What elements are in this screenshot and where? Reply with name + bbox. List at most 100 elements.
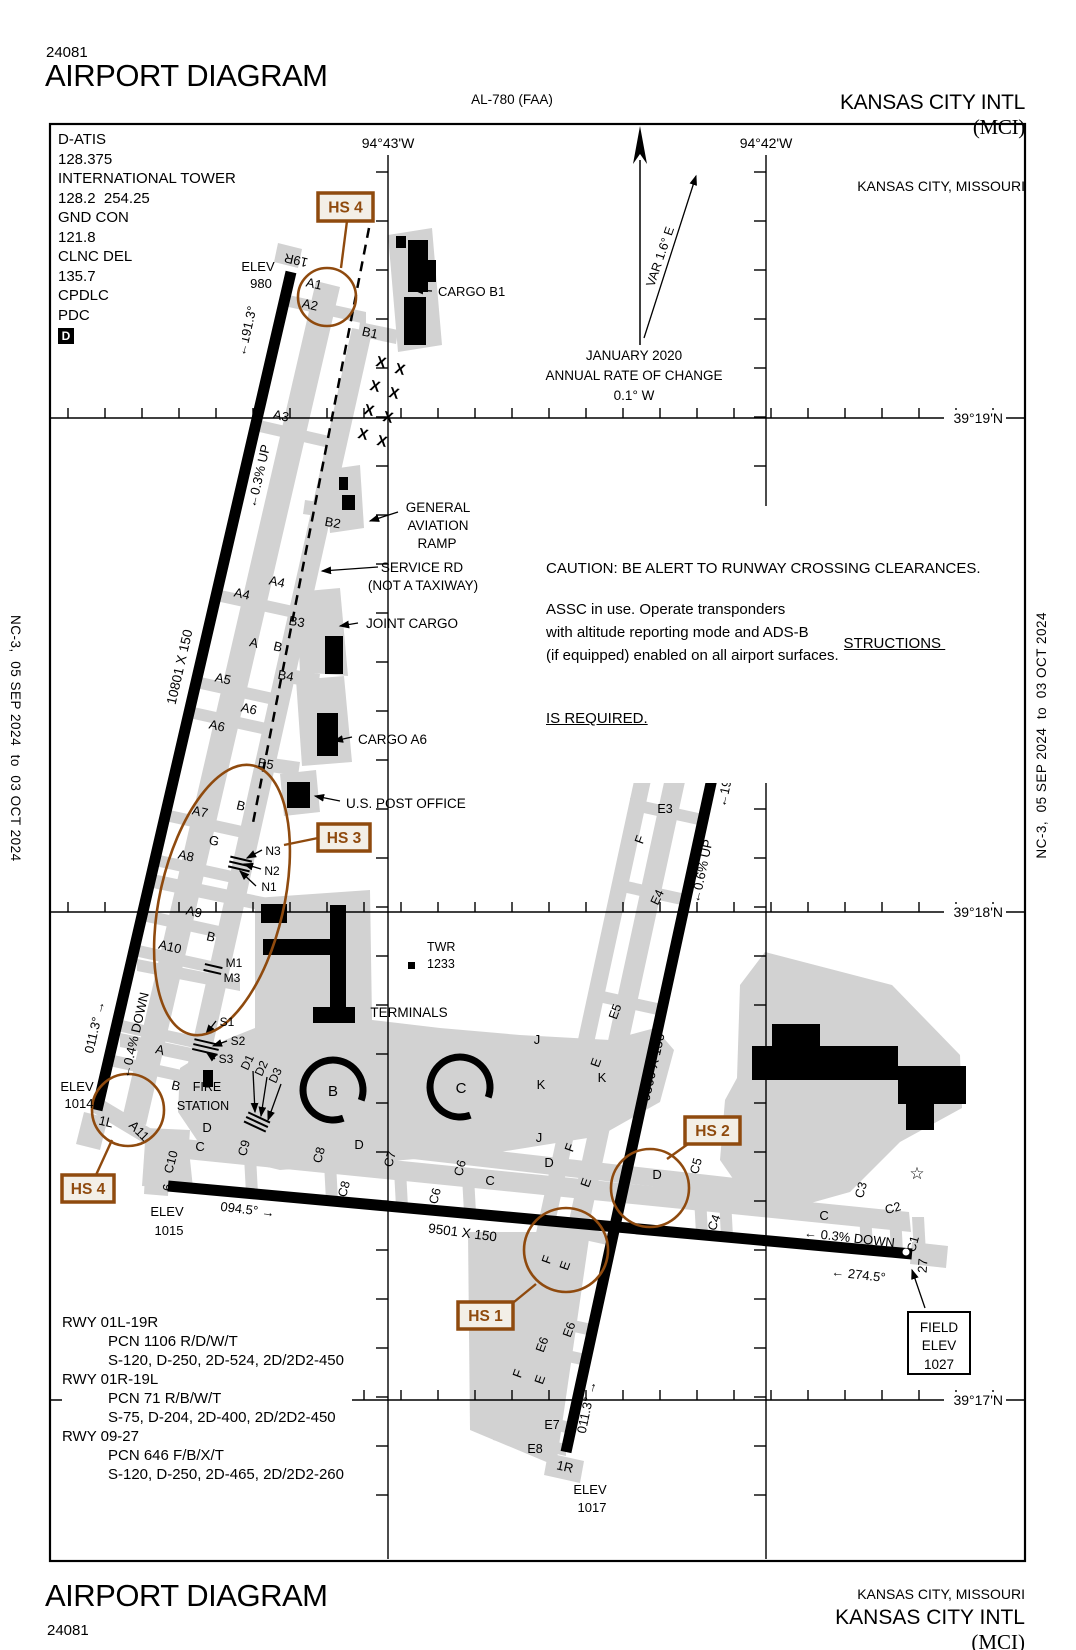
runway-data-rwy: RWY 01L-19R bbox=[62, 1314, 159, 1331]
comm-line: PDC bbox=[58, 306, 90, 324]
taxiway-b3 bbox=[290, 612, 330, 632]
map-label-x: X bbox=[362, 401, 376, 420]
tower-symbol bbox=[408, 962, 415, 969]
comm-line: D-ATIS bbox=[58, 131, 107, 148]
map-label-cargo-b1: CARGO B1 bbox=[438, 284, 505, 299]
map-label-c4: C4 bbox=[705, 1213, 724, 1233]
buildings-layer bbox=[203, 236, 966, 1130]
pad-1l bbox=[76, 1112, 108, 1150]
map-label-s1: S1 bbox=[220, 1015, 235, 1029]
hotspot-ring bbox=[296, 266, 358, 328]
map-label-c: C bbox=[485, 1173, 494, 1188]
map-label-39-19-n: 39°19'N bbox=[953, 410, 1003, 426]
map-label-94-42-w: 94°42'W bbox=[740, 135, 793, 151]
hotspot-label: HS 4 bbox=[328, 200, 363, 217]
assc-line: with altitude reporting mode and ADS-B bbox=[546, 624, 809, 641]
grid-label-masks bbox=[944, 410, 1006, 1408]
map-label-c8: C8 bbox=[335, 1179, 353, 1198]
taxiway-stub bbox=[324, 1163, 338, 1201]
runway-data-gear: S-75, D-204, 2D-400, 2D/2D2-450 bbox=[108, 1409, 336, 1426]
taxiway-stub bbox=[284, 294, 366, 324]
map-label-1017: 1017 bbox=[578, 1500, 607, 1515]
field-elev-box bbox=[907, 1311, 971, 1375]
taxiway-c3 bbox=[859, 1212, 873, 1249]
map-label-x: X bbox=[387, 384, 401, 403]
map-label-elev: ELEV bbox=[60, 1079, 94, 1094]
map-label-e4: E4 bbox=[648, 887, 667, 907]
taxiway-stub bbox=[142, 909, 224, 939]
terminal-c-ring bbox=[426, 1053, 494, 1121]
comm-line: GND CON bbox=[58, 209, 129, 226]
map-label-var-1-6-e: VAR 1.6° E bbox=[643, 225, 677, 289]
hotspot-leader bbox=[513, 1283, 537, 1303]
comm-line: 121.8 bbox=[58, 228, 96, 246]
building bbox=[428, 260, 436, 282]
caution-line: CAUTION: BE ALERT TO RUNWAY CROSSING CLE… bbox=[546, 560, 981, 577]
map-label-a2: A2 bbox=[301, 296, 320, 314]
map-label-0-1-w: 0.1° W bbox=[614, 388, 655, 403]
taxiway-n bbox=[148, 873, 268, 912]
taxiway-e5 bbox=[589, 988, 662, 1016]
runway-data-gear: S-120, D-250, 2D-465, 2D/2D2-260 bbox=[108, 1466, 344, 1483]
map-label-elev: ELEV bbox=[922, 1338, 957, 1353]
post-office-building bbox=[287, 782, 310, 808]
airport-name: KANSAS CITY INTL bbox=[839, 91, 1025, 114]
map-label-ramp: RAMP bbox=[417, 536, 456, 551]
hotspot-ring bbox=[522, 1206, 610, 1294]
runway-data-gear: S-120, D-250, 2D-524, 2D/2D2-450 bbox=[108, 1352, 344, 1369]
map-label-j: J bbox=[534, 1032, 541, 1047]
map-label-e3: E3 bbox=[657, 802, 672, 816]
building bbox=[263, 939, 331, 955]
map-label-d2: D2 bbox=[252, 1058, 271, 1078]
comm-line: 135.7 bbox=[58, 267, 96, 285]
cargo-a6-building bbox=[317, 713, 338, 756]
map-label-274-5: ← 274.5° bbox=[831, 1264, 887, 1285]
taxiway-apron-layer bbox=[76, 228, 962, 1483]
runway-data-pcn: PCN 646 F/B/X/T bbox=[108, 1447, 224, 1464]
map-label-e8: E8 bbox=[527, 1442, 542, 1456]
hotspot-leader bbox=[666, 1143, 689, 1160]
concourse-building bbox=[330, 905, 346, 1023]
annotation-arrow bbox=[412, 286, 433, 295]
east-building bbox=[772, 1024, 820, 1048]
annotation-arrow bbox=[338, 620, 359, 629]
effective-dates-right: NC-3, 05 SEP 2024 to 03 OCT 2024 bbox=[1034, 612, 1049, 859]
map-label-c6: C6 bbox=[426, 1186, 444, 1205]
map-label-k: K bbox=[537, 1077, 546, 1092]
annotation-arrow bbox=[242, 862, 262, 871]
annotation-arrow bbox=[368, 511, 399, 522]
runway-data-pcn: PCN 71 R/B/W/T bbox=[108, 1390, 222, 1407]
map-label-station: STATION bbox=[177, 1099, 229, 1113]
footer-chart-code: 24081 bbox=[47, 1622, 89, 1639]
map-label-c1: C1 bbox=[904, 1234, 922, 1253]
map-label-a8: A8 bbox=[177, 847, 196, 865]
fire-station-building bbox=[203, 1070, 213, 1087]
map-label-1027: 1027 bbox=[924, 1357, 954, 1372]
taxiway-c2 bbox=[889, 1215, 903, 1252]
map-label-service-rd: SERVICE RD bbox=[381, 560, 464, 575]
map-label-a3: A3 bbox=[272, 407, 291, 425]
east-building bbox=[906, 1104, 934, 1130]
map-label-elev: ELEV bbox=[573, 1482, 607, 1497]
map-label-a: A bbox=[154, 1041, 166, 1058]
map-label-twr: TWR bbox=[427, 940, 455, 954]
map-label-e5: E5 bbox=[606, 1002, 624, 1021]
hotspot-box bbox=[683, 1115, 742, 1146]
ga-building bbox=[339, 477, 348, 490]
taxiway-stub bbox=[109, 1054, 191, 1084]
comm-line: INTERNATIONAL TOWER bbox=[58, 170, 236, 187]
map-label-b1: B1 bbox=[361, 324, 380, 342]
footer-airport-id: (MCI) bbox=[971, 1630, 1025, 1650]
map-label-a: A bbox=[248, 634, 260, 651]
hotspot-ring bbox=[152, 763, 292, 1037]
annotation-arrow bbox=[211, 1039, 228, 1047]
map-label-a6: A6 bbox=[208, 717, 227, 735]
page-title: AIRPORT DIAGRAM bbox=[45, 58, 328, 94]
map-label-a6: A6 bbox=[240, 700, 259, 718]
taxiway-a bbox=[122, 281, 340, 1125]
hotspot-label: HS 1 bbox=[468, 1308, 503, 1325]
effective-dates-left: NC-3, 05 SEP 2024 to 03 OCT 2024 bbox=[8, 615, 23, 862]
comm-line: CLNC DEL bbox=[58, 248, 133, 265]
